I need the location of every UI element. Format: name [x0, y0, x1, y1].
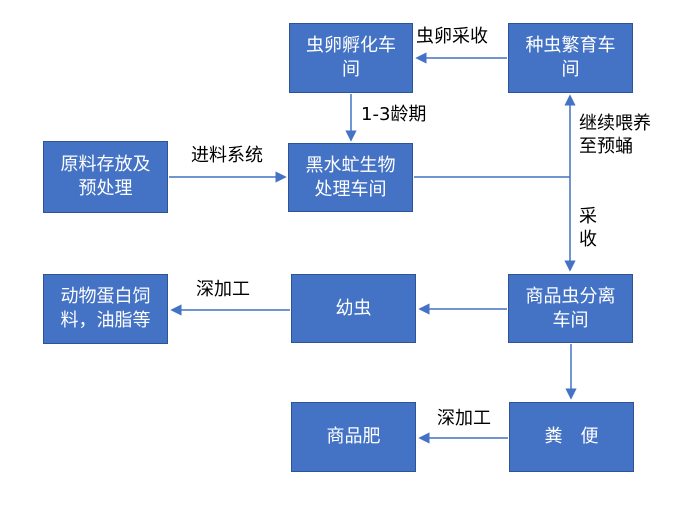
node-raw-material-storage: 原料存放及 预处理	[43, 141, 168, 213]
node-larvae: 幼虫	[291, 274, 416, 343]
node-commercial-insect-separation: 商品虫分离 车间	[508, 274, 633, 343]
edge-label-instar-stage: 1-3龄期	[361, 104, 427, 125]
edge-label-egg-collection: 虫卵采收	[416, 26, 488, 47]
node-animal-protein-feed: 动物蛋白饲 料，油脂等	[43, 274, 168, 344]
node-manure: 粪 便	[509, 402, 634, 472]
edge-label-harvest: 采 收	[579, 206, 597, 250]
edge-label-feeding-system: 进料系统	[191, 145, 263, 166]
edge-label-deep-processing-larvae: 深加工	[196, 279, 250, 300]
edge-label-deep-processing-manure: 深加工	[437, 408, 491, 429]
node-commercial-fertilizer: 商品肥	[291, 402, 416, 472]
node-egg-hatching-workshop: 虫卵孵化车 间	[289, 23, 413, 93]
edge-label-continue-feeding: 继续喂养 至预蛹	[579, 113, 651, 157]
node-bsf-bio-processing: 黑水虻生物 处理车间	[288, 143, 413, 212]
node-breeding-workshop: 种虫繁育车 间	[508, 23, 633, 93]
